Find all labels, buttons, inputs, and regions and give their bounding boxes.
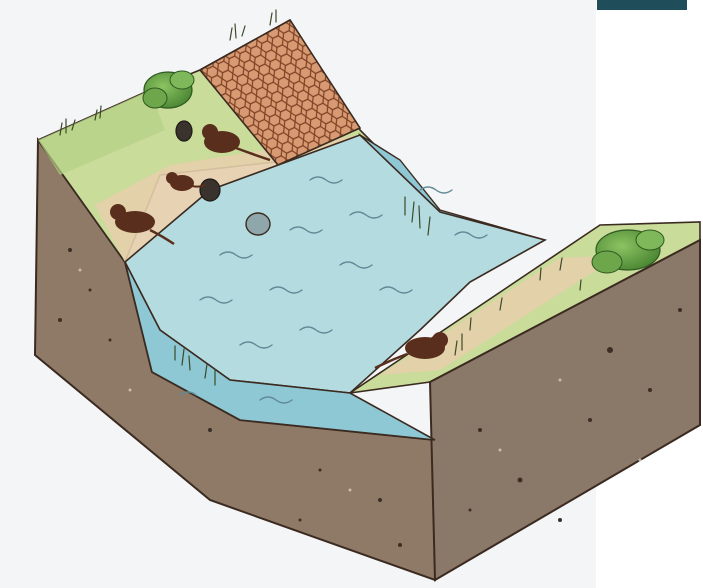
river-bank-diagram xyxy=(0,0,703,588)
